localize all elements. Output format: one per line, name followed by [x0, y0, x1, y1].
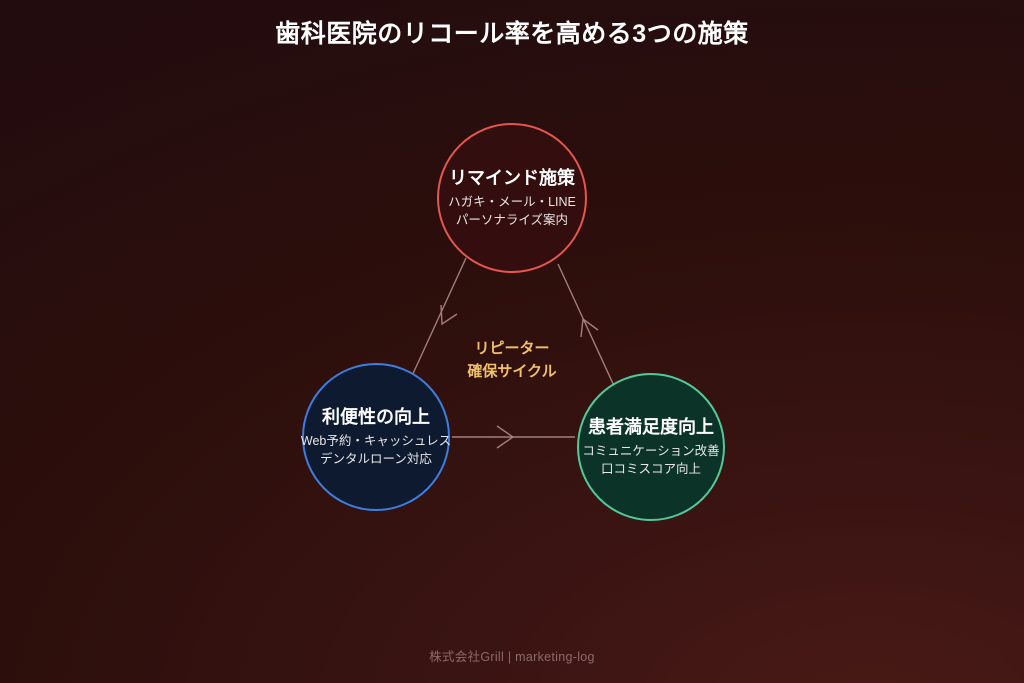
node-remind-sub1: ハガキ・メール・LINE [448, 194, 576, 209]
cycle-label-line2: 確保サイクル [467, 362, 557, 380]
node-satisfaction-sub2: 口コミスコア向上 [600, 461, 701, 476]
cycle-label-line1: リピーター [474, 340, 550, 357]
node-satisfaction-title: 患者満足度向上 [588, 417, 714, 438]
node-convenience-title: 利便性の向上 [322, 407, 430, 428]
node-satisfaction-sub1: コミュニケーション改善 [582, 443, 720, 458]
node-remind[interactable]: リマインド施策 ハガキ・メール・LINE パーソナライズ案内 [437, 123, 587, 273]
footer-credit: 株式会社Grill | marketing-log [429, 650, 595, 664]
page-title: 歯科医院のリコール率を高める3つの施策 [275, 20, 749, 48]
node-remind-sub2: パーソナライズ案内 [455, 212, 569, 227]
node-convenience[interactable]: 利便性の向上 Web予約・キャッシュレス デンタルローン対応 [300, 363, 452, 511]
node-convenience-sub1: Web予約・キャッシュレス [300, 433, 452, 448]
node-convenience-sub2: デンタルローン対応 [320, 451, 432, 466]
arrow-convenience-to-satisfaction [452, 425, 575, 449]
arrow-remind-to-convenience [410, 257, 467, 379]
node-satisfaction[interactable]: 患者満足度向上 コミュニケーション改善 口コミスコア向上 [577, 373, 725, 521]
arrow-satisfaction-to-remind [557, 263, 616, 389]
cycle-label: リピーター 確保サイクル [412, 338, 612, 383]
node-remind-title: リマインド施策 [449, 168, 575, 189]
